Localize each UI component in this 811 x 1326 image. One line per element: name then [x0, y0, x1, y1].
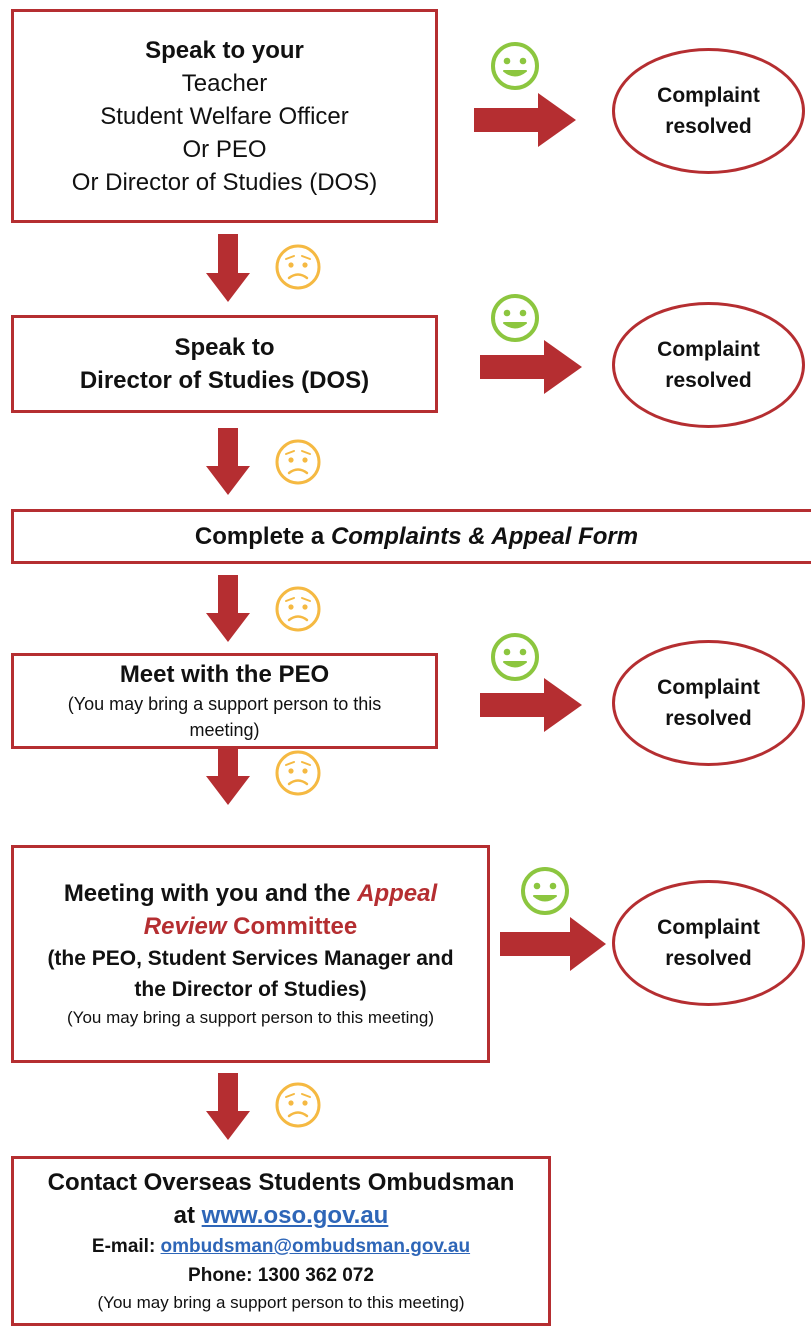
step5-members: the Director of Studies) [134, 978, 367, 1001]
step3-prefix: Complete a [194, 522, 331, 550]
step5-heading-emph: Review [143, 913, 227, 940]
resolved-line2: resolved [665, 369, 752, 392]
resolved-line1: Complaint [657, 676, 760, 699]
resolved-oval: Complaint resolved [612, 48, 805, 174]
step4-note: meeting) [189, 720, 260, 740]
right-arrow-3 [480, 678, 582, 732]
step4-heading: Meet with the PEO [119, 661, 330, 688]
step1-option: Or Director of Studies (DOS) [71, 168, 378, 196]
step5-box: Meeting with you and the Appeal Review C… [11, 845, 490, 1063]
step6-at-prefix: at [173, 1202, 202, 1229]
step3-form-name: Complaints & Appeal Form [330, 522, 639, 550]
resolved-line1: Complaint [657, 916, 760, 939]
step1-box: Speak to your Teacher Student Welfare Of… [11, 9, 438, 223]
resolved-line1: Complaint [657, 338, 760, 361]
step2-box: Speak to Director of Studies (DOS) [11, 315, 438, 413]
right-arrow-1 [474, 93, 576, 147]
step5-heading-emph: Appeal [357, 880, 438, 907]
step5-heading-suffix: Committee [226, 913, 358, 940]
step5-heading-prefix: Meeting with you and the [63, 880, 358, 907]
step6-email-line: E-mail: ombudsman@ombudsman.gov.au [92, 1232, 470, 1261]
step1-option: Or PEO [182, 135, 267, 163]
step6-heading: Contact Overseas Students Ombudsman [47, 1169, 515, 1196]
happy-face-icon [491, 633, 539, 681]
resolved-line2: resolved [665, 947, 752, 970]
down-arrow-6 [206, 1073, 250, 1140]
happy-face-icon [491, 294, 539, 342]
worried-face-icon [275, 439, 321, 485]
step5-members: (the PEO, Student Services Manager and [47, 947, 454, 970]
down-arrow-1 [206, 234, 250, 302]
right-arrow-4 [500, 917, 606, 971]
resolved-oval: Complaint resolved [612, 640, 805, 766]
worried-face-icon [275, 750, 321, 796]
step4-box: Meet with the PEO (You may bring a suppo… [11, 653, 438, 749]
step2-line2: Director of Studies (DOS) [79, 367, 370, 394]
resolved-oval: Complaint resolved [612, 880, 805, 1006]
worried-face-icon [275, 244, 321, 290]
step2-line1: Speak to [174, 334, 275, 361]
down-arrow-4 [206, 738, 250, 805]
step6-website-line: at www.oso.gov.au [174, 1199, 389, 1232]
happy-face-icon [491, 42, 539, 90]
step5-heading-line2: Review Committee [144, 910, 357, 943]
worried-face-icon [275, 586, 321, 632]
step3-box: Complete a Complaints & Appeal Form [11, 509, 811, 564]
step5-heading: Meeting with you and the Appeal [64, 877, 437, 910]
happy-face-icon [521, 867, 569, 915]
step5-note: (You may bring a support person to this … [67, 1008, 434, 1027]
step6-email-label: E-mail: [91, 1236, 161, 1257]
right-arrow-2 [480, 340, 582, 394]
step6-phone: Phone: 1300 362 072 [188, 1265, 374, 1286]
step1-heading: Speak to your [145, 36, 304, 64]
step6-box: Contact Overseas Students Ombudsman at w… [11, 1156, 551, 1326]
down-arrow-2 [206, 428, 250, 495]
step1-option: Student Welfare Officer [100, 102, 349, 130]
down-arrow-3 [206, 575, 250, 642]
step6-note: (You may bring a support person to this … [97, 1293, 465, 1312]
step4-note: (You may bring a support person to this [67, 694, 382, 714]
resolved-line1: Complaint [657, 84, 760, 107]
step1-option: Teacher [181, 69, 268, 97]
resolved-line2: resolved [665, 115, 752, 138]
email-link[interactable]: ombudsman@ombudsman.gov.au [160, 1236, 471, 1257]
resolved-oval: Complaint resolved [612, 302, 805, 428]
resolved-line2: resolved [665, 707, 752, 730]
website-link[interactable]: www.oso.gov.au [201, 1202, 389, 1229]
worried-face-icon [275, 1082, 321, 1128]
